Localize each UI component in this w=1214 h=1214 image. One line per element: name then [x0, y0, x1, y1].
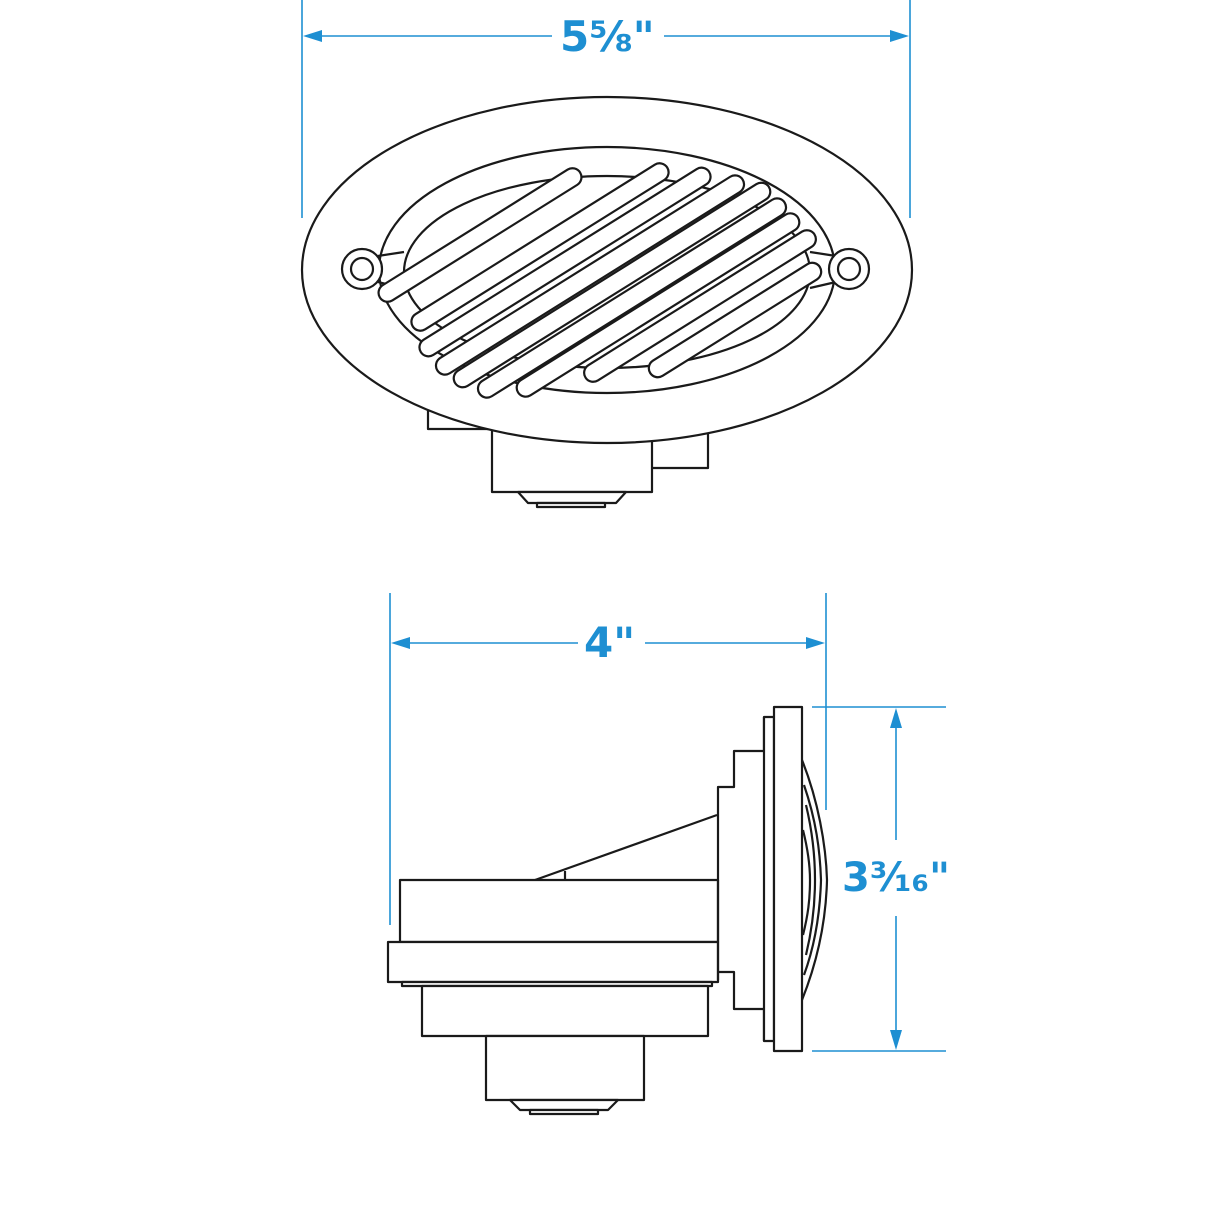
- side-height-dimension: [812, 706, 946, 1052]
- side-depth-dimension: [389, 593, 827, 925]
- side-height-label: 3³⁄₁₆": [842, 855, 950, 901]
- top-width-dimension: [301, 0, 911, 218]
- horn-side-view: [386, 705, 829, 1116]
- grille-slots: [377, 162, 823, 399]
- top-width-label: 5⅝": [560, 12, 655, 61]
- side-depth-label: 4": [584, 618, 636, 667]
- horn-front-view: [300, 95, 914, 509]
